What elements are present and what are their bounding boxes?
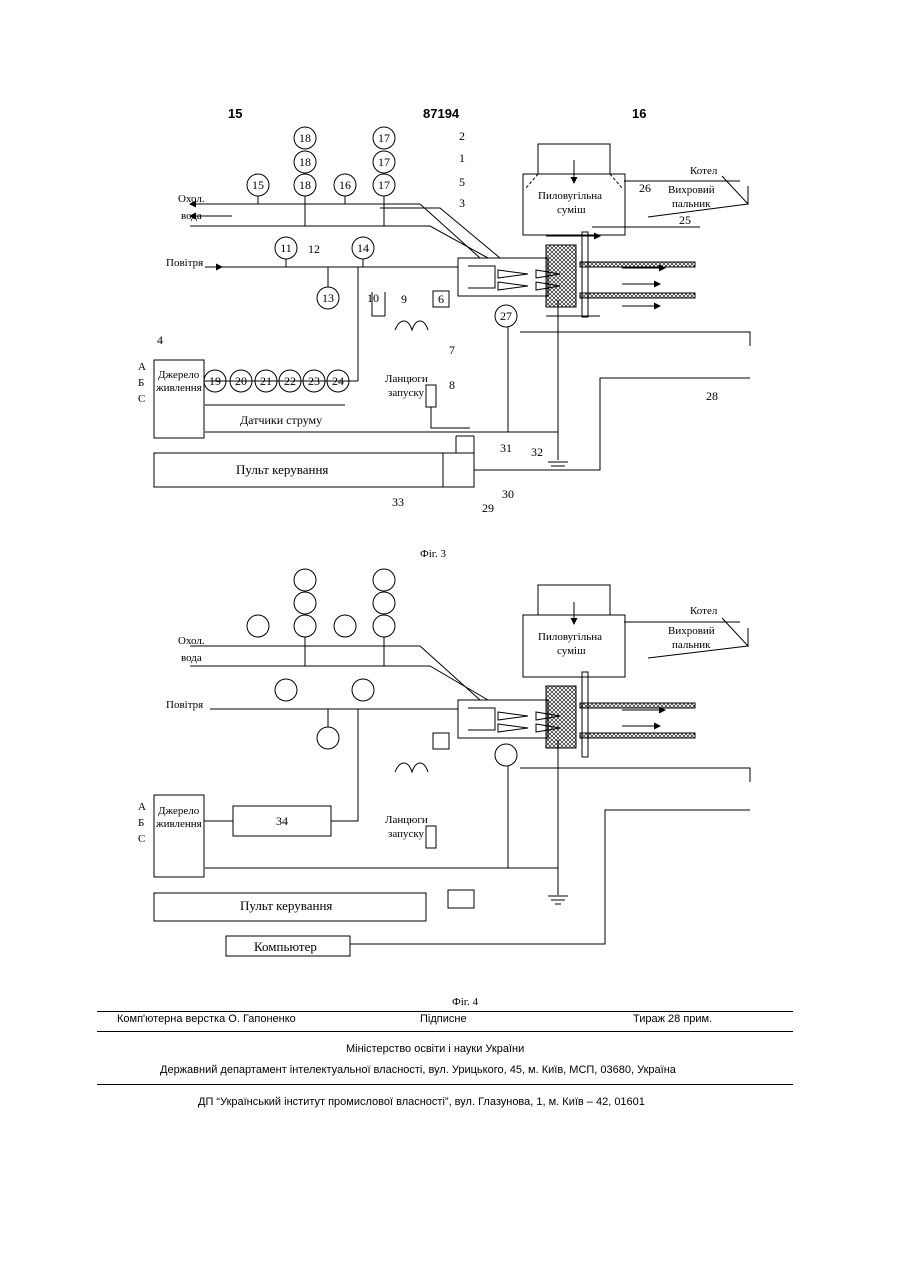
ref-2: 2 [459, 129, 465, 143]
coal-mix-label-2: суміш [557, 204, 586, 216]
footer-rule-1 [97, 1011, 793, 1012]
startup-label-2: запуску [388, 387, 425, 399]
ref-28: 28 [706, 389, 718, 403]
coal-mix4-label-2: суміш [557, 645, 586, 657]
block-34-label: 34 [276, 814, 288, 828]
ref-10: 10 [367, 291, 379, 305]
startup4-label-1: Ланцюги [385, 814, 428, 826]
boiler-label: Котел [690, 165, 718, 177]
ref-17a: 17 [378, 131, 390, 145]
ref-22: 22 [284, 374, 296, 388]
ref-5: 5 [459, 175, 465, 189]
fig3-reference-numbers: 18 18 18 17 17 17 15 16 11 14 13 27 19 2… [157, 129, 718, 515]
coal-mix4-label-1: Пиловугільна [538, 631, 602, 643]
phase-a-label: А [138, 361, 146, 373]
cooling-water-label-2: вода [181, 210, 202, 222]
ref-32: 32 [531, 445, 543, 459]
cooling-water4-label-1: Охол. [178, 635, 205, 647]
footer-ministry: Міністерство освіти і науки України [346, 1043, 524, 1055]
ref-12: 12 [308, 242, 320, 256]
ref-27: 27 [500, 309, 512, 323]
ref-21: 21 [260, 374, 272, 388]
ref-18b: 18 [299, 155, 311, 169]
phase-c-label: С [138, 393, 145, 405]
ref-18a: 18 [299, 131, 311, 145]
fig4-caption: Фіг. 4 [452, 996, 479, 1008]
control-panel4-label: Пульт керування [240, 898, 332, 913]
ref-17c: 17 [378, 178, 390, 192]
ref-6: 6 [438, 292, 444, 306]
startup4-label-2: запуску [388, 828, 425, 840]
cooling-water4-label-2: вода [181, 652, 202, 664]
ref-30: 30 [502, 487, 514, 501]
vortex4-label-1: Вихровий [668, 625, 715, 637]
ref-23: 23 [308, 374, 320, 388]
ref-16: 16 [339, 178, 351, 192]
power-source4-label-2: живлення [155, 818, 202, 830]
ref-17b: 17 [378, 155, 390, 169]
control-panel-label: Пульт керування [236, 462, 328, 477]
ref-33: 33 [392, 495, 404, 509]
footer-rule-3 [97, 1084, 793, 1085]
ref-20: 20 [235, 374, 247, 388]
ref-31: 31 [500, 441, 512, 455]
cooling-water-label-1: Охол. [178, 193, 205, 205]
ref-4: 4 [157, 333, 163, 347]
power-source-label-2: живлення [155, 382, 202, 394]
ref-13: 13 [322, 291, 334, 305]
vortex-label-2: пальник [672, 198, 711, 210]
vortex4-label-2: пальник [672, 639, 711, 651]
footer-print-run: Тираж 28 прим. [633, 1013, 712, 1025]
ref-19: 19 [209, 374, 221, 388]
ref-26: 26 [639, 181, 651, 195]
ref-9: 9 [401, 292, 407, 306]
footer-signed: Підписне [420, 1013, 467, 1025]
footer-institute: ДП “Український інститут промислової вла… [198, 1096, 645, 1108]
ref-24: 24 [332, 374, 344, 388]
phase4-a-label: А [138, 801, 146, 813]
air4-label: Повітря [166, 699, 203, 711]
ref-14: 14 [357, 241, 369, 255]
phase4-b-label: Б [138, 817, 144, 829]
startup-label-1: Ланцюги [385, 373, 428, 385]
ref-29: 29 [482, 501, 494, 515]
footer-layout: Комп'ютерна верстка О. Гапоненко [117, 1013, 296, 1025]
boiler4-label: Котел [690, 605, 718, 617]
phase4-c-label: С [138, 833, 145, 845]
ref-7: 7 [449, 343, 455, 357]
sensor-circles [204, 127, 517, 392]
current-sensors-label: Датчики струму [240, 413, 322, 427]
figure-3: Пиловугільна суміш Котел Вихровий пальни… [138, 127, 750, 560]
air-label: Повітря [166, 257, 203, 269]
ref-3: 3 [459, 196, 465, 210]
ref-25: 25 [679, 213, 691, 227]
fig3-caption: Фіг. 3 [420, 548, 447, 560]
ref-11: 11 [280, 241, 292, 255]
footer-department: Державний департамент інтелектуальної вл… [160, 1064, 676, 1076]
ref-8: 8 [449, 378, 455, 392]
power-source-label-1: Джерело [158, 369, 200, 381]
coal-mix-label-1: Пиловугільна [538, 190, 602, 202]
ref-15: 15 [252, 178, 264, 192]
phase-b-label: Б [138, 377, 144, 389]
power-source4-label-1: Джерело [158, 805, 200, 817]
computer-label: Компьютер [254, 939, 317, 954]
footer-rule-2 [97, 1031, 793, 1032]
figure-4: Пиловугільна суміш Котел Вихровий пальни… [138, 569, 750, 1008]
ref-18c: 18 [299, 178, 311, 192]
vortex-label-1: Вихровий [668, 184, 715, 196]
ref-1: 1 [459, 151, 465, 165]
